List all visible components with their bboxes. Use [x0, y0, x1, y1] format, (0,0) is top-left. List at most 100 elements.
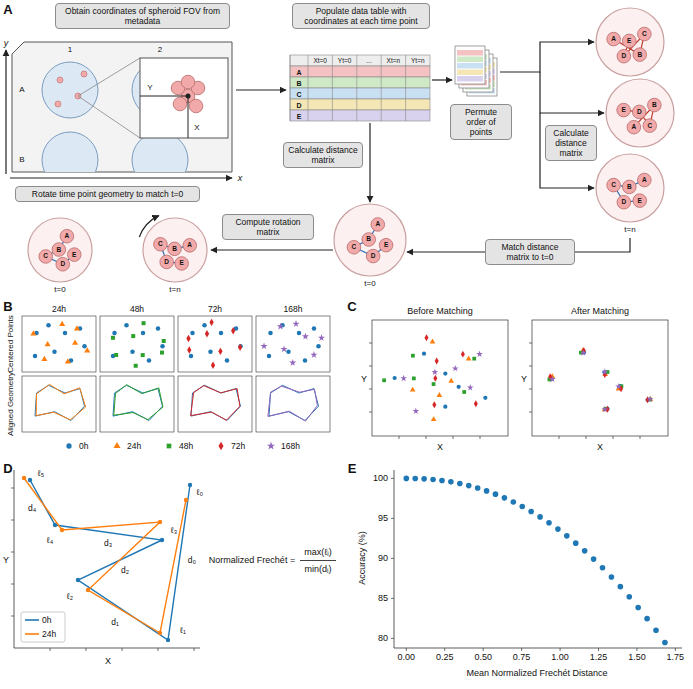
permuted-row: [457, 50, 483, 56]
well: [42, 62, 98, 118]
data-point: [555, 526, 561, 532]
data-point: [600, 565, 606, 571]
spheroid: [633, 194, 647, 208]
table-cell: B: [296, 79, 301, 86]
data-point: [626, 594, 632, 600]
spheroid: [607, 178, 621, 192]
tick-label: 1.25: [590, 653, 608, 662]
tick-label: 1.50: [628, 653, 646, 662]
legend-text: 24h: [42, 629, 56, 639]
legend-text: 72h: [231, 441, 245, 451]
point-marker: [433, 375, 437, 382]
point-marker: [382, 378, 386, 382]
distance-label: d₀: [187, 556, 197, 565]
point-marker: [422, 352, 426, 356]
table-row: [290, 110, 430, 121]
spheroid: [638, 173, 652, 187]
tick-mark: [453, 436, 454, 439]
spheroid: [160, 255, 174, 269]
point-marker: [111, 336, 115, 340]
data-point: [582, 548, 588, 554]
spheroid-field: [596, 154, 664, 222]
spheroid: [643, 119, 657, 133]
point-marker: [218, 348, 222, 355]
point-marker: [443, 405, 447, 409]
flow-arrow: [432, 79, 452, 80]
tick-mark: [158, 648, 159, 651]
plot-title: After Matching: [571, 307, 629, 316]
distance-label: d₂: [120, 566, 130, 575]
table-cell: Yt=0: [338, 57, 352, 64]
vertex-dot: [158, 520, 162, 524]
tick-mark: [391, 598, 394, 599]
tick-mark: [598, 648, 599, 651]
plate-label: A: [19, 86, 24, 94]
point-marker: [472, 357, 476, 361]
legend-text: 0h: [79, 441, 88, 451]
spheroid: [347, 240, 361, 254]
distance-label: d₄: [27, 504, 37, 513]
permuted-row: [457, 63, 483, 69]
legend-text: 48h: [179, 441, 193, 451]
column-title: 168h: [284, 305, 303, 314]
legend-marker: [113, 442, 120, 448]
point-marker: [411, 354, 415, 358]
plate-label: x: [238, 174, 243, 183]
process-box: Rotate time point geometry to match t=0: [15, 186, 200, 202]
point-marker: [400, 375, 407, 381]
tick-label: 85: [378, 594, 388, 603]
tick-mark: [369, 412, 372, 413]
legend-item: 24h: [25, 629, 56, 639]
table-row: [290, 77, 430, 88]
tick-mark: [529, 343, 532, 344]
point-marker: [130, 349, 135, 354]
spheroid-letter: D: [637, 109, 642, 116]
field-circle: [334, 204, 406, 276]
data-point: [528, 509, 534, 515]
table-cell: D: [296, 101, 301, 108]
plot-title: Before Matching: [407, 307, 473, 316]
tick-mark: [586, 436, 587, 439]
data-point: [404, 476, 410, 482]
spheroid-field: [596, 8, 664, 76]
legend-sample: [25, 629, 39, 639]
spheroid-letter: A: [187, 242, 192, 249]
axis-label: Y: [361, 375, 367, 384]
tick-mark: [86, 648, 87, 651]
point-marker: [189, 354, 194, 359]
point-marker: [41, 356, 47, 361]
point-marker: [211, 362, 215, 369]
point-marker: [466, 355, 472, 360]
point-marker: [124, 323, 129, 328]
data-point: [502, 495, 508, 501]
spheroid-letter: D: [621, 53, 626, 60]
point-marker: [452, 365, 459, 371]
aligned-geometry: [36, 384, 85, 419]
point-marker: [238, 344, 242, 351]
spheroid: [39, 250, 53, 264]
spheroid: [371, 218, 385, 232]
field-circle: [596, 154, 664, 222]
point-marker: [65, 358, 71, 363]
data-point: [421, 476, 427, 482]
tick-mark: [613, 436, 614, 439]
data-point: [412, 476, 418, 482]
fraction-bar: [300, 560, 336, 561]
point-marker: [59, 321, 65, 326]
legend-item: 72h: [214, 441, 245, 451]
point-marker: [289, 359, 296, 366]
vertex-dot: [86, 588, 90, 592]
point-marker: [476, 351, 483, 357]
spheroid-letter: E: [72, 251, 76, 258]
spheroid: [168, 242, 182, 256]
data-point: [644, 616, 650, 622]
data-point: [484, 488, 490, 494]
tick-mark: [636, 648, 637, 651]
point-marker: [187, 346, 191, 353]
spheroid: [638, 27, 652, 41]
spheroid-field: [334, 204, 406, 276]
spheroid-field: [606, 79, 674, 147]
tick-mark: [11, 552, 14, 553]
